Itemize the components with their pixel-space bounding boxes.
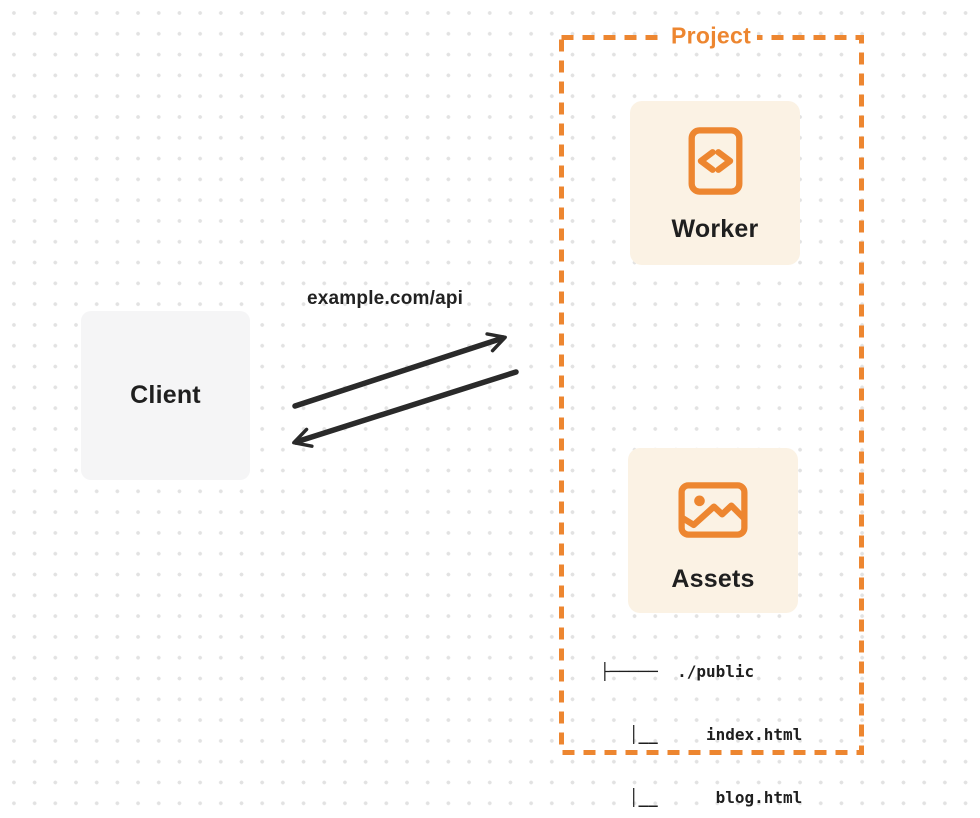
request-arrow <box>292 332 507 409</box>
image-icon <box>678 482 748 538</box>
worker-node: Worker <box>630 101 800 265</box>
file-tree-root: ├───── ./public <box>600 662 755 681</box>
client-label: Client <box>130 381 201 409</box>
worker-label: Worker <box>671 215 759 243</box>
code-icon <box>688 127 742 195</box>
assets-label: Assets <box>671 565 755 593</box>
client-node: Client <box>81 311 250 480</box>
response-arrow <box>292 369 519 448</box>
request-url-label: example.com/api <box>307 288 464 309</box>
project-label: Project <box>664 22 758 50</box>
file-tree-item: │__ index.html <box>600 725 803 744</box>
assets-node: Assets <box>628 448 798 613</box>
file-tree: ├───── ./public │__ index.html │__ blog.… <box>600 619 802 818</box>
file-tree-item: │__ blog.html <box>600 788 803 807</box>
